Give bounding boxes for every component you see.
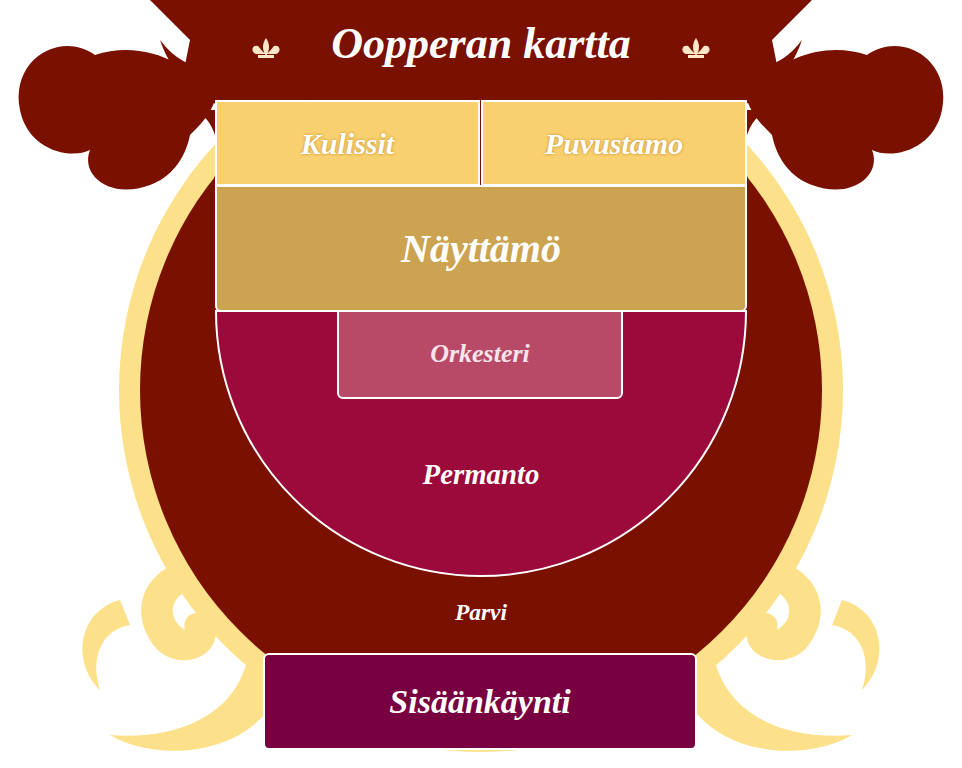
area-label: Permanto (215, 459, 747, 491)
map-title: Oopperan kartta (250, 20, 712, 68)
costume-room: Puvustamo (481, 100, 747, 186)
cream-ring (119, 28, 843, 752)
stalls-area-fill (216, 311, 746, 576)
entrance-box: Sisäänkäynti (263, 653, 697, 750)
stage-area: Näyttämö (215, 185, 747, 312)
area-label: Kulissit (301, 127, 394, 160)
area-label: Orkesteri (430, 340, 530, 369)
balcony-ring-fill (140, 49, 822, 731)
area-label: Parvi (140, 600, 822, 626)
area-label: Sisäänkäynti (389, 683, 570, 720)
area-label: Näyttämö (401, 227, 561, 271)
wings-room: Kulissit (215, 100, 480, 186)
area-label: Puvustamo (545, 127, 683, 160)
stalls-area: Permanto Orkesteri (215, 311, 747, 579)
orchestra-pit: Orkesteri (337, 310, 623, 399)
